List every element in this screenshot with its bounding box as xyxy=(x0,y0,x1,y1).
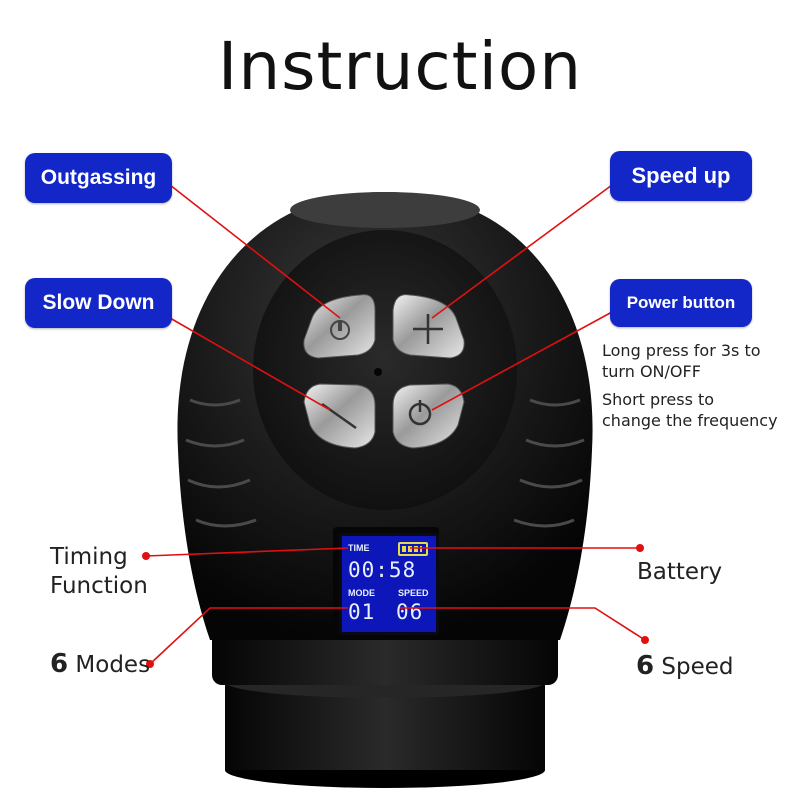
mode-value: 01 xyxy=(348,600,376,624)
lcd-screen: TIME 00:58 MODE SPEED 01 06 xyxy=(339,533,439,635)
speed-text: Speed xyxy=(661,654,734,680)
power-note-4: change the frequency xyxy=(602,411,778,430)
modes-text: Modes xyxy=(75,652,151,678)
speed-up-pill: Speed up xyxy=(610,151,752,201)
speed-number: 6 xyxy=(636,651,655,681)
speed-up-leader xyxy=(431,184,613,319)
speed-label: SPEED xyxy=(398,588,429,598)
speed-up-button[interactable] xyxy=(392,294,465,359)
time-value: 00:58 xyxy=(348,558,417,582)
time-label: TIME xyxy=(348,543,370,553)
grip-ridges xyxy=(185,398,585,528)
power-note-3: Short press to xyxy=(602,390,715,409)
power-note-1: Long press for 3s to xyxy=(602,341,761,360)
modes-leader xyxy=(149,607,348,665)
battery-dot xyxy=(636,544,644,552)
timing-leader xyxy=(145,547,349,557)
modes-dot xyxy=(146,660,154,668)
page-title: Instruction xyxy=(217,28,583,105)
speed-label: 6 Speed xyxy=(636,652,734,681)
timing-label-1: Timing xyxy=(50,544,128,570)
slow-down-leader xyxy=(169,317,331,411)
timing-label-2: Function xyxy=(50,573,148,599)
battery-icon xyxy=(398,542,428,556)
modes-label: 6 Modes xyxy=(50,650,150,679)
power-button[interactable] xyxy=(392,383,465,449)
modes-number: 6 xyxy=(50,649,69,679)
power-note-2: turn ON/OFF xyxy=(602,362,701,381)
outgassing-pill: Outgassing xyxy=(25,153,172,203)
outgassing-leader xyxy=(169,184,341,319)
timing-dot xyxy=(142,552,150,560)
device-face xyxy=(253,230,517,510)
outgassing-button[interactable] xyxy=(303,294,376,359)
slow-down-pill: Slow Down xyxy=(25,278,172,328)
battery-label: Battery xyxy=(637,559,723,585)
speed-leader xyxy=(400,607,646,641)
mode-label: MODE xyxy=(348,588,375,598)
power-button-pill: Power button xyxy=(610,279,752,327)
top-cap xyxy=(290,192,480,228)
speed-dot xyxy=(641,636,649,644)
speed-value: 06 xyxy=(396,600,424,624)
power-leader xyxy=(431,311,613,411)
device-base xyxy=(212,630,558,788)
